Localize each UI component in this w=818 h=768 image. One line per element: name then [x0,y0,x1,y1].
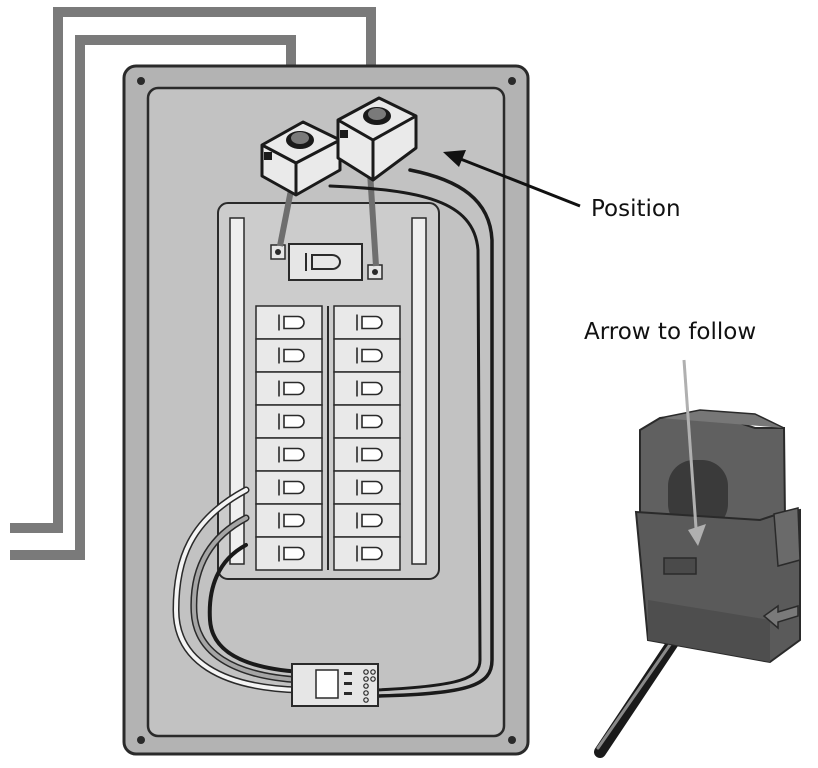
energy-meter [291,663,379,707]
breaker-handle [278,512,305,529]
black-wire-short [207,543,302,674]
breaker-handle [278,413,305,430]
panel-screw-tr [508,77,516,85]
sensor-latch [663,557,697,575]
breaker-switch [333,503,401,538]
sensor-window [668,460,728,530]
ct-sensor-detail [594,359,801,758]
ct-clamp-right [336,96,418,182]
breaker-handle [356,446,383,463]
breaker-box [217,202,440,580]
meter-led [344,672,352,675]
breaker-switch [255,536,323,571]
rail-left [229,217,245,565]
breaker-handle [278,479,305,496]
breaker-handle [278,314,305,331]
meter-wires [172,168,494,698]
direction-arrow-icon [762,604,799,630]
panel-screw-tl [137,77,145,85]
arrow-to-follow-line [682,359,698,529]
breaker-handle [356,545,383,562]
main-terminal-left-screw [275,249,281,255]
meter-led [344,682,352,685]
ct-cable-right [374,168,494,698]
position-label: Position [591,196,681,222]
main-terminal-right-screw [372,269,378,275]
panel-wire-left [277,184,295,247]
breaker-handle [278,347,305,364]
meter-led [344,692,352,695]
breaker-handle [356,314,383,331]
breaker-handle [356,512,383,529]
sensor-bottom [648,600,770,662]
ct-cable-right-2 [328,184,482,692]
breaker-handle [356,380,383,397]
breaker-handle [356,347,383,364]
feed-wire-outer [10,7,376,533]
breaker-handle [278,380,305,397]
breaker-handle [278,446,305,463]
panel-screw-bl [137,736,145,744]
sensor-top-ridge [659,409,785,429]
main-breaker [288,243,363,281]
sensor-cable-highlight [596,634,678,750]
main-breaker-handle [305,253,341,271]
breaker-handle [356,413,383,430]
gray-wire-fill [191,516,302,682]
arrow-to-follow-label: Arrow to follow [584,319,757,345]
position-arrow [443,150,581,208]
sensor-clip-left [773,507,801,567]
white-wire-fill [173,488,302,692]
breaker-switch [255,503,323,538]
ct-clamp-left [260,120,342,197]
meter-display [315,669,339,699]
arrow-to-follow-head [688,524,706,546]
meter-terminals [363,669,376,703]
rail-right [411,217,427,565]
breaker-handle [356,479,383,496]
breaker-handle [278,545,305,562]
breaker-rows [255,305,401,571]
panel-screw-br [508,736,516,744]
